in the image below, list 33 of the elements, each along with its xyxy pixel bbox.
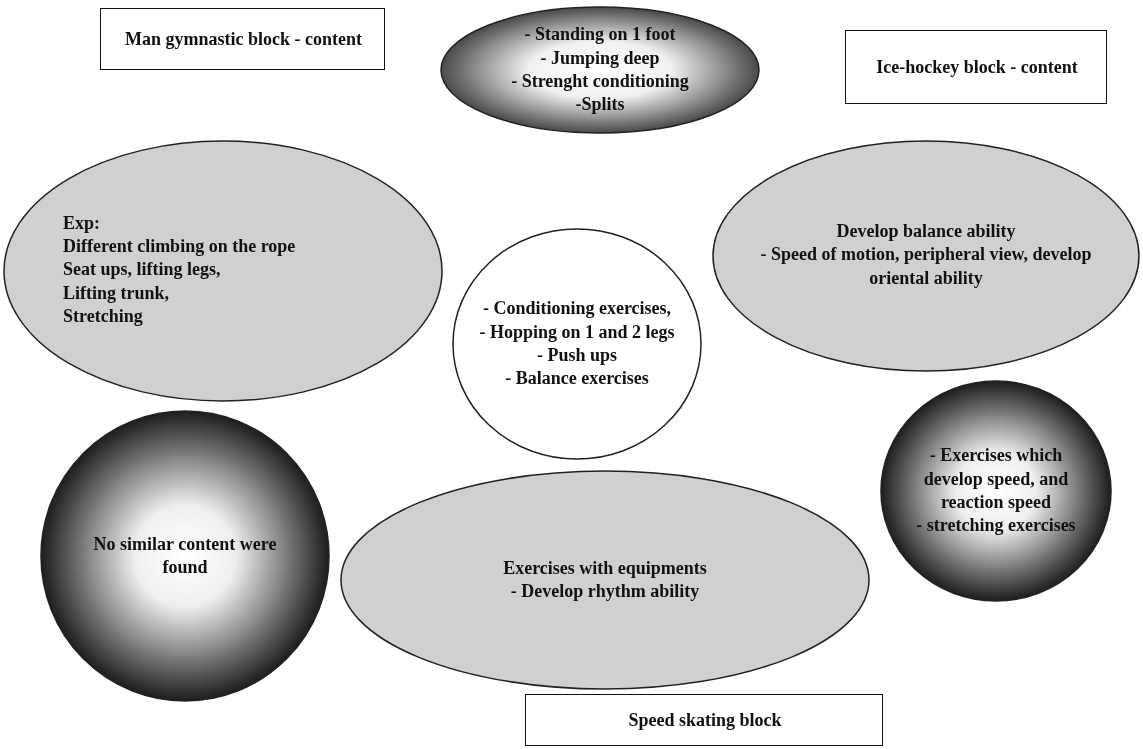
content-text: Stretching: [63, 305, 143, 329]
shaded-ellipse: [452, 228, 702, 460]
content-text: - Standing on 1 foot: [524, 23, 676, 47]
block-title: Ice-hockey block - content: [876, 56, 1078, 80]
content-text: - Speed of motion, peripheral view, develop oriental ability: [759, 243, 1093, 290]
content-ellipse: [3, 140, 443, 402]
content-text: Exercises with equipments: [503, 556, 707, 580]
content-text: - Conditioning exercises,: [482, 297, 672, 321]
content-text: Different climbing on the rope: [63, 234, 296, 258]
block-title-box: [100, 8, 385, 70]
shaded-ellipse: [880, 380, 1112, 602]
content-ellipse: [340, 470, 870, 690]
content-text: - Exercises which develop speed, and reaction speed: [922, 444, 1070, 514]
content-text: Exp:: [63, 211, 100, 235]
content-ellipse: [712, 140, 1140, 372]
block-title-box: [525, 694, 883, 746]
shaded-ellipse: [40, 410, 330, 702]
shaded-ellipse: [440, 6, 760, 134]
content-text: Develop balance ability: [836, 219, 1016, 243]
content-text: - stretching exercises: [916, 514, 1076, 538]
block-title: Speed skating block: [628, 709, 782, 733]
content-text: Lifting trunk,: [63, 281, 170, 305]
block-title: Man gymnastic block - content: [125, 28, 362, 52]
content-text: - Balance exercises: [505, 367, 649, 391]
content-text: - Jumping deep: [540, 46, 660, 70]
content-text: - Hopping on 1 and 2 legs: [479, 320, 675, 344]
content-text: - Push ups: [536, 344, 617, 367]
content-text: Seat ups, lifting legs,: [63, 258, 221, 282]
content-text: - Develop rhythm ability: [510, 580, 700, 603]
content-text: - Strenght conditioning: [511, 70, 689, 93]
block-title-box: [845, 30, 1107, 104]
content-text: No similar content were found: [92, 532, 278, 579]
content-text: -Splits: [575, 93, 625, 117]
